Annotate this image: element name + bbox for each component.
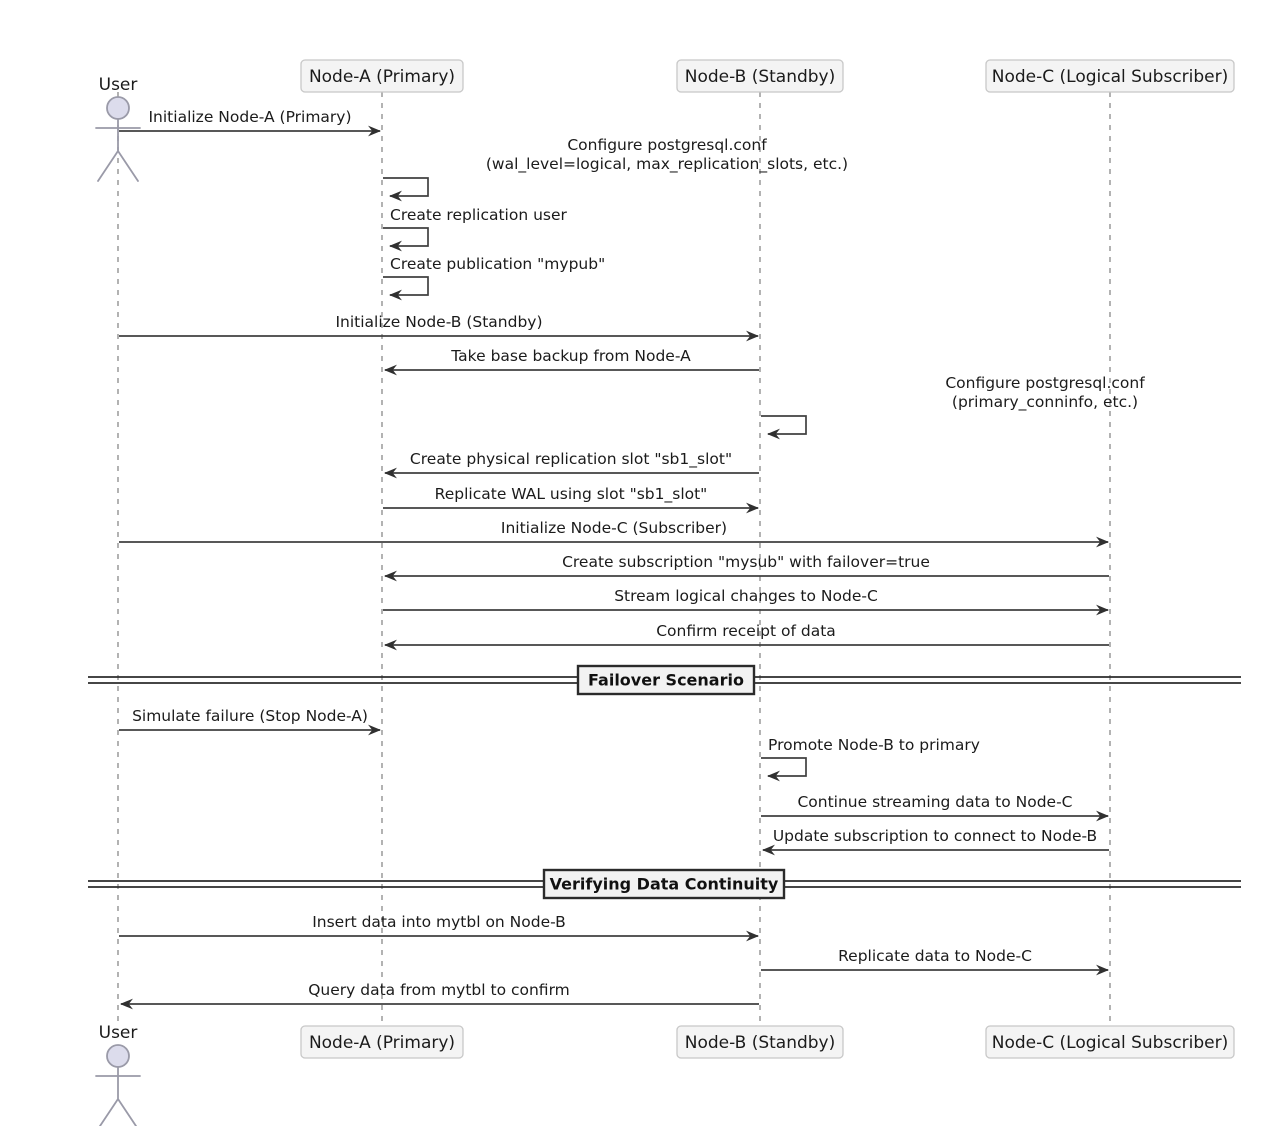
message-m19: Replicate data to Node-C [761,947,1109,976]
message-m16: Continue streaming data to Node-C [761,793,1109,822]
message-m12: Stream logical changes to Node-C [383,587,1109,616]
message-label-m20: Query data from mytbl to confirm [308,981,570,999]
participant-box-nodec[interactable] [985,59,1235,93]
divider-d2: Verifying Data Continuity [88,868,1241,900]
participants-top-layer: User Node-A (Primary) Node-B (Standby) Node… [95,59,1235,182]
message-arrow-m03 [383,227,429,252]
participant-box-nodeb[interactable] [676,59,844,93]
participant-box-nodeb[interactable] [676,1025,844,1059]
participant-label-nodec: Node-C (Logical Subscriber) [992,1033,1229,1053]
message-label-m02: Configure postgresql.conf [567,136,767,154]
message-m14: Simulate failure (Stop Node-A) [119,707,381,736]
message-label-m07: Configure postgresql.conf [945,374,1145,392]
divider-box-d1 [576,664,756,696]
message-m18: Insert data into mytbl on Node-B [119,913,759,942]
message-arrow-m07 [761,415,807,440]
message-label-m05: Initialize Node-B (Standby) [335,313,542,331]
message-m01: Initialize Node-A (Primary) [119,108,381,137]
participant-box-nodec[interactable] [985,1025,1235,1059]
message-label-m04: Create publication "mypub" [390,255,605,273]
message-arrow-m15 [761,757,807,782]
message-m08: Create physical replication slot "sb1_sl… [384,450,759,479]
message-m06: Take base backup from Node-A [384,347,759,376]
message-label-m19: Replicate data to Node-C [838,947,1032,965]
messages-layer: Initialize Node-A (Primary) Configure pos… [119,108,1145,1010]
participant-label-user: User [99,75,138,95]
message-label-m03: Create replication user [390,206,568,224]
message-label-m09: Replicate WAL using slot "sb1_slot" [435,485,708,504]
participant-box-nodea[interactable] [300,1025,464,1059]
participant-label-user: User [99,1023,138,1043]
message-m02: Configure postgresql.conf(wal_level=logi… [383,136,848,202]
message-label-m15: Promote Node-B to primary [768,736,980,754]
message-label-m01: Initialize Node-A (Primary) [148,108,351,126]
message-m09: Replicate WAL using slot "sb1_slot" [383,485,759,514]
message-label-m14: Simulate failure (Stop Node-A) [132,707,368,725]
actor-body-user [95,1066,141,1126]
message-m11: Create subscription "mysub" with failove… [384,553,1109,582]
actor-head-user [106,1044,130,1068]
participant-label-nodea: Node-A (Primary) [309,1033,455,1053]
participant-box-nodea[interactable] [300,59,464,93]
message-label-m06: Take base backup from Node-A [450,347,691,365]
message-label-m12: Stream logical changes to Node-C [614,587,878,605]
divider-box-d2 [542,868,786,900]
message-label-m16: Continue streaming data to Node-C [797,793,1072,811]
message-m04: Create publication "mypub" [383,255,605,301]
message-m07: Configure postgresql.conf(primary_connin… [761,374,1145,440]
message-m20: Query data from mytbl to confirm [120,981,759,1010]
message-label-m11: Create subscription "mysub" with failove… [562,553,930,571]
participant-label-nodeb: Node-B (Standby) [685,1033,836,1053]
message-label-m08: Create physical replication slot "sb1_sl… [410,450,732,469]
message-m10: Initialize Node-C (Subscriber) [119,519,1109,548]
message-m13: Confirm receipt of data [384,622,1109,651]
divider-d1: Failover Scenario [88,664,1241,696]
message-arrow-m04 [383,276,429,301]
message-m17: Update subscription to connect to Node-B [762,827,1109,856]
message-label-m10: Initialize Node-C (Subscriber) [501,519,727,537]
message-m03: Create replication user [383,206,568,252]
message-label-m18: Insert data into mytbl on Node-B [312,913,566,931]
divider-label-d1: Failover Scenario [588,671,744,690]
actor-body-user [95,118,141,182]
divider-label-d2: Verifying Data Continuity [550,875,779,894]
message-label2-m07: (primary_conninfo, etc.) [952,393,1138,412]
message-label-m17: Update subscription to connect to Node-B [773,827,1097,845]
lifelines-layer [117,92,1111,1022]
message-label-m13: Confirm receipt of data [656,622,836,640]
message-m05: Initialize Node-B (Standby) [119,313,759,342]
message-m15: Promote Node-B to primary [761,736,980,782]
message-arrow-m02 [383,177,429,202]
participant-label-nodec: Node-C (Logical Subscriber) [992,67,1229,87]
participant-label-nodea: Node-A (Primary) [309,67,455,87]
message-label2-m02: (wal_level=logical, max_replication_slot… [486,155,848,174]
participant-label-nodeb: Node-B (Standby) [685,67,836,87]
actor-head-user [106,96,130,120]
